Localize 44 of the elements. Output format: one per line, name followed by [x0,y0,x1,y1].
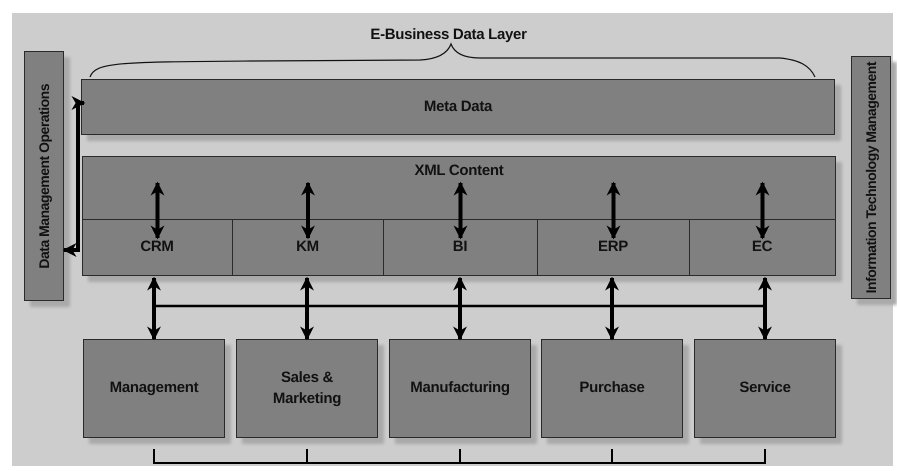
box-label: Manufacturing [410,378,510,398]
double-arrow [454,182,468,240]
process-box [541,339,683,438]
double-arrow [606,182,620,240]
box-label: EC [752,236,772,257]
layer-heading: E-Business Data Layer [368,26,529,43]
box-label: CRM [140,236,174,257]
double-arrow [150,182,164,240]
process-box [236,339,378,438]
vertical-bar [24,51,64,301]
box-label: XML Content [414,161,504,181]
double-arrow [605,276,619,340]
box-label: Meta Data [424,96,492,117]
process-box [694,339,836,438]
double-arrow [756,182,770,240]
box-label: ERP [598,236,628,257]
vertical-bar [851,56,891,299]
process-box [83,339,225,438]
double-arrow [300,276,314,340]
process-box [82,218,232,276]
process-box [688,218,836,276]
double-arrow [453,276,467,340]
double-arrow [758,276,772,340]
process-box [536,218,690,276]
box-label: Sales & Marketing [272,368,342,408]
bracket-connector [306,449,461,464]
process-box [389,339,531,438]
box-label: KM [296,236,319,257]
process-box [382,218,538,276]
box-label: BI [452,236,468,257]
process-box [82,156,836,276]
double-arrow [62,96,86,257]
box-label: Data Management Operations [34,84,53,268]
box-label: Service [739,378,791,398]
double-arrow [147,276,161,340]
process-box [81,79,835,135]
double-arrow [301,182,315,240]
box-label: Information Technology Management [862,62,880,294]
process-box [232,218,384,276]
box-label: Management [110,378,198,398]
box-label: Purchase [579,378,645,398]
bracket-connector [611,449,766,464]
bracket-connector [153,449,308,464]
bracket-connector [459,449,613,464]
